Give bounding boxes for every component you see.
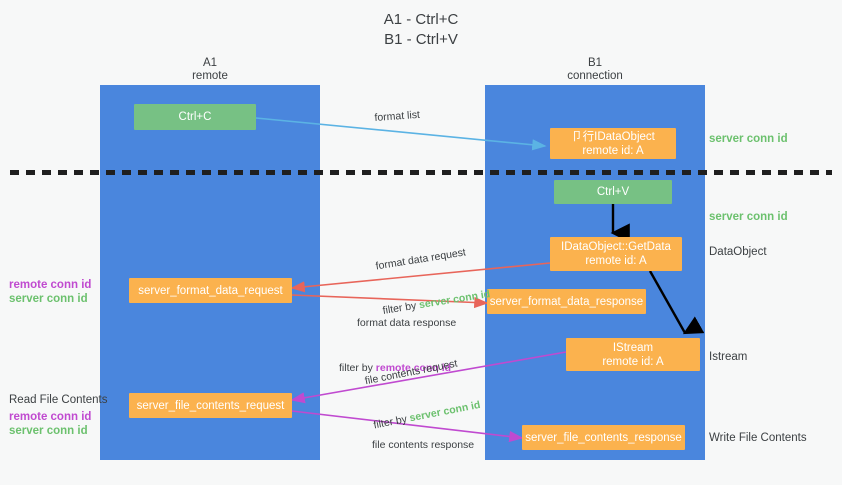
label-server-conn-id-mid: server conn id	[709, 211, 788, 223]
box-idataobject-line2: remote id: A	[582, 144, 644, 157]
box-getdata-line1: IDataObject::GetData	[561, 241, 671, 253]
box-server-format-data-response[interactable]: server_format_data_response	[487, 289, 646, 314]
box-idataobject[interactable]: 卩行IDataObject remote id: A	[550, 128, 676, 159]
edge-label-format-list: format list	[374, 108, 421, 124]
box-istream-line1: IStream	[612, 341, 654, 354]
label-dataobject: DataObject	[709, 246, 767, 258]
page-title: A1 - Ctrl+C B1 - Ctrl+V	[383, 11, 459, 48]
label-write-file-contents: Write File Contents	[709, 432, 807, 444]
edge-label-file-contents-response-text: file contents response	[372, 439, 475, 451]
label-server-conn-id-top: server conn id	[709, 133, 788, 145]
label-istream: Istream	[709, 351, 748, 363]
edge-label-format-data-request-text: format data request	[374, 246, 467, 273]
label-server-conn-id-left-2: server conn id	[9, 425, 88, 437]
box-istream-line2: remote id: A	[602, 355, 664, 368]
edge-label-format-data-response-filter: filter by remote conn id	[339, 361, 456, 376]
column-header-b1: B1 connection	[567, 57, 623, 82]
box-getdata-line2: remote id: A	[585, 255, 647, 267]
edge-label-format-data-response-text: format data response	[357, 317, 457, 329]
label-remote-conn-id-left-2: remote conn id	[9, 411, 92, 423]
filter-value: remote conn id	[375, 362, 452, 374]
column-header-a1: A1 remote	[192, 57, 228, 82]
box-istream[interactable]: IStream remote id: A	[566, 338, 700, 371]
box-server-file-contents-request[interactable]: server_file_contents_request	[129, 393, 292, 418]
box-idataobject-line1: 卩行IDataObject	[571, 130, 655, 143]
box-ctrl-v[interactable]: Ctrl+V	[554, 180, 672, 204]
box-server-file-contents-response[interactable]: server_file_contents_response	[522, 425, 685, 450]
edge-label-file-contents-response: file contents response filter by remote …	[348, 408, 474, 485]
label-remote-conn-id-left-1: remote conn id	[9, 279, 92, 291]
label-server-conn-id-left-1: server conn id	[9, 293, 88, 305]
box-server-format-data-request[interactable]: server_format_data_request	[129, 278, 292, 303]
phase-divider	[10, 170, 832, 175]
edge-label-format-data-response: format data response filter by remote co…	[339, 286, 456, 406]
label-read-file-contents: Read File Contents	[9, 394, 108, 406]
box-ctrl-c[interactable]: Ctrl+C	[134, 104, 256, 130]
box-idataobject-getdata[interactable]: IDataObject::GetData remote id: A	[550, 237, 682, 271]
edge-label-file-contents-request-text: file contents request	[363, 357, 459, 388]
filter-prefix: filter by	[339, 362, 376, 374]
